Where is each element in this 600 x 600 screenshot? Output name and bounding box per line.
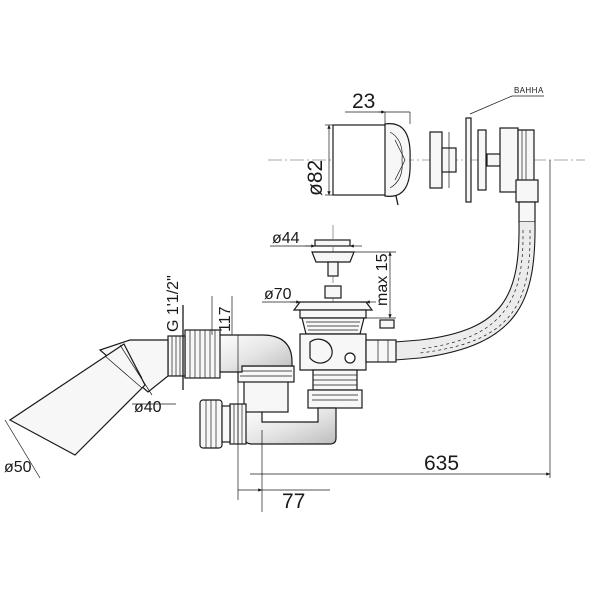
- dim-23-label: 23: [352, 90, 375, 113]
- outlet-elbow: [167, 329, 293, 379]
- dimension-635: 635: [250, 160, 551, 478]
- dim-d70-label: ø70: [264, 286, 292, 303]
- dim-d40-label: ø40: [134, 399, 162, 416]
- dim-117-label: 117: [217, 306, 234, 332]
- bath-label-leader: ВАННА: [469, 86, 544, 115]
- dimension-d44: ø44: [270, 230, 362, 248]
- dimension-117: 117: [211, 296, 239, 500]
- dimension-d40: ø40: [119, 344, 176, 416]
- dim-77-label: 77: [282, 490, 305, 513]
- overflow-hose: [394, 221, 536, 361]
- dimension-thread: G 1'1/2": [165, 275, 184, 390]
- dim-thread-label: G 1'1/2": [165, 275, 182, 332]
- drain-body: [292, 285, 397, 409]
- dimension-d70: ø70: [262, 286, 376, 304]
- dim-d50-label: ø50: [4, 459, 32, 476]
- dimension-77: 77: [238, 430, 330, 513]
- overflow-cap: [332, 123, 411, 206]
- dim-635-label: 635: [424, 452, 459, 475]
- dimension-23: 23: [345, 90, 411, 124]
- bath-label: ВАННА: [514, 86, 544, 95]
- dim-d44-label: ø44: [272, 230, 300, 247]
- outlet-pipe: [8, 339, 169, 456]
- dim-d82-label: ø82: [304, 160, 327, 196]
- overflow-mount-parts: [429, 117, 539, 223]
- drain-stopper: [311, 239, 355, 277]
- dimension-d82: ø82: [304, 124, 333, 196]
- dimension-d50: ø50: [4, 419, 41, 479]
- dimension-max15: max 15: [352, 251, 396, 319]
- siphon-trap: [199, 365, 337, 449]
- dim-max15-label: max 15: [374, 253, 391, 306]
